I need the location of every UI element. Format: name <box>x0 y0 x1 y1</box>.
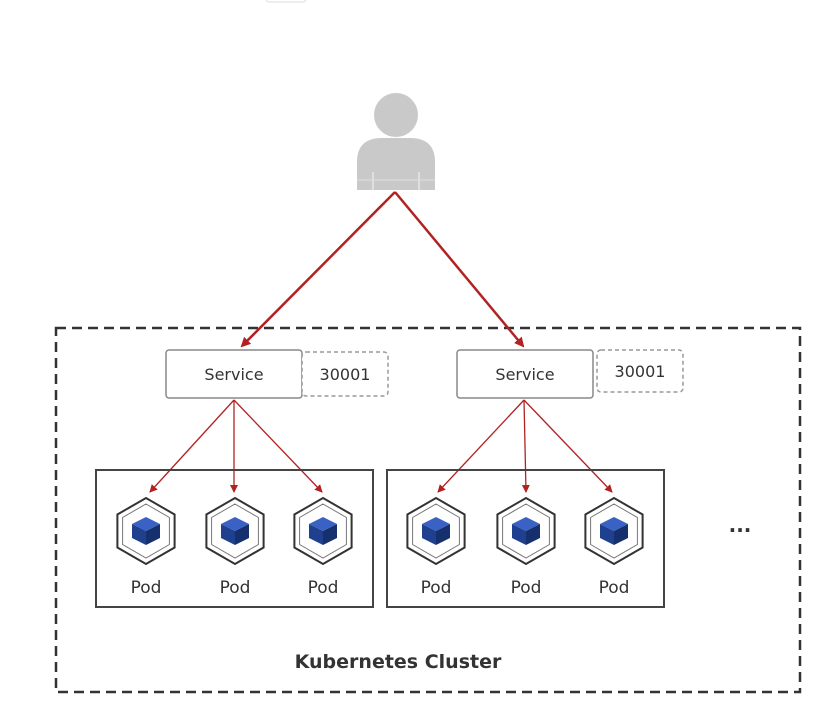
pod-label: Pod <box>511 578 542 598</box>
pods-layer: Pod Pod Pod Pod Pod Pod <box>116 496 644 598</box>
arrow-user-to-service-1 <box>240 191 396 348</box>
arrow-service-to-pod <box>523 399 613 493</box>
service-box[interactable] <box>456 349 594 399</box>
port-label: 30001 <box>615 362 666 381</box>
service-group-2: Service 30001 <box>456 349 684 399</box>
pod[interactable]: Pod <box>116 496 176 598</box>
arrow-service-to-pod <box>233 399 323 493</box>
pod-label: Pod <box>421 578 452 598</box>
arrow-user-to-service-2 <box>394 191 525 348</box>
pod-cube-icon <box>116 496 176 566</box>
pod-cube-icon <box>584 496 644 566</box>
service-label: Service <box>495 365 554 384</box>
pod-label: Pod <box>599 578 630 598</box>
pod[interactable]: Pod <box>293 496 353 598</box>
service-group-1: Service 30001 <box>165 349 389 399</box>
pod-cube-icon <box>205 496 265 566</box>
cluster-label: Kubernetes Cluster <box>295 651 502 673</box>
port-label: 30001 <box>320 365 371 384</box>
pod-label: Pod <box>220 578 251 598</box>
pod[interactable]: Pod <box>406 496 466 598</box>
cluster-boundary <box>54 326 802 694</box>
arrow-service-to-pod <box>437 399 525 493</box>
pod-group-box-2 <box>386 469 665 608</box>
more-indicator: ... <box>729 513 752 537</box>
arrow-service-to-pod <box>521 399 530 493</box>
pod-label: Pod <box>131 578 162 598</box>
user-icon <box>357 93 435 190</box>
pod-cube-icon <box>406 496 466 566</box>
pod-cube-icon <box>496 496 556 566</box>
pod[interactable]: Pod <box>584 496 644 598</box>
pod-label: Pod <box>308 578 339 598</box>
service-label: Service <box>204 365 263 384</box>
pod[interactable]: Pod <box>496 496 556 598</box>
pod-group-box-1 <box>95 469 374 608</box>
pod[interactable]: Pod <box>205 496 265 598</box>
top-artifact <box>265 0 307 3</box>
arrow-service-to-pod <box>149 399 235 493</box>
port-box <box>301 351 389 397</box>
port-box <box>596 349 684 393</box>
pod-cube-icon <box>293 496 353 566</box>
